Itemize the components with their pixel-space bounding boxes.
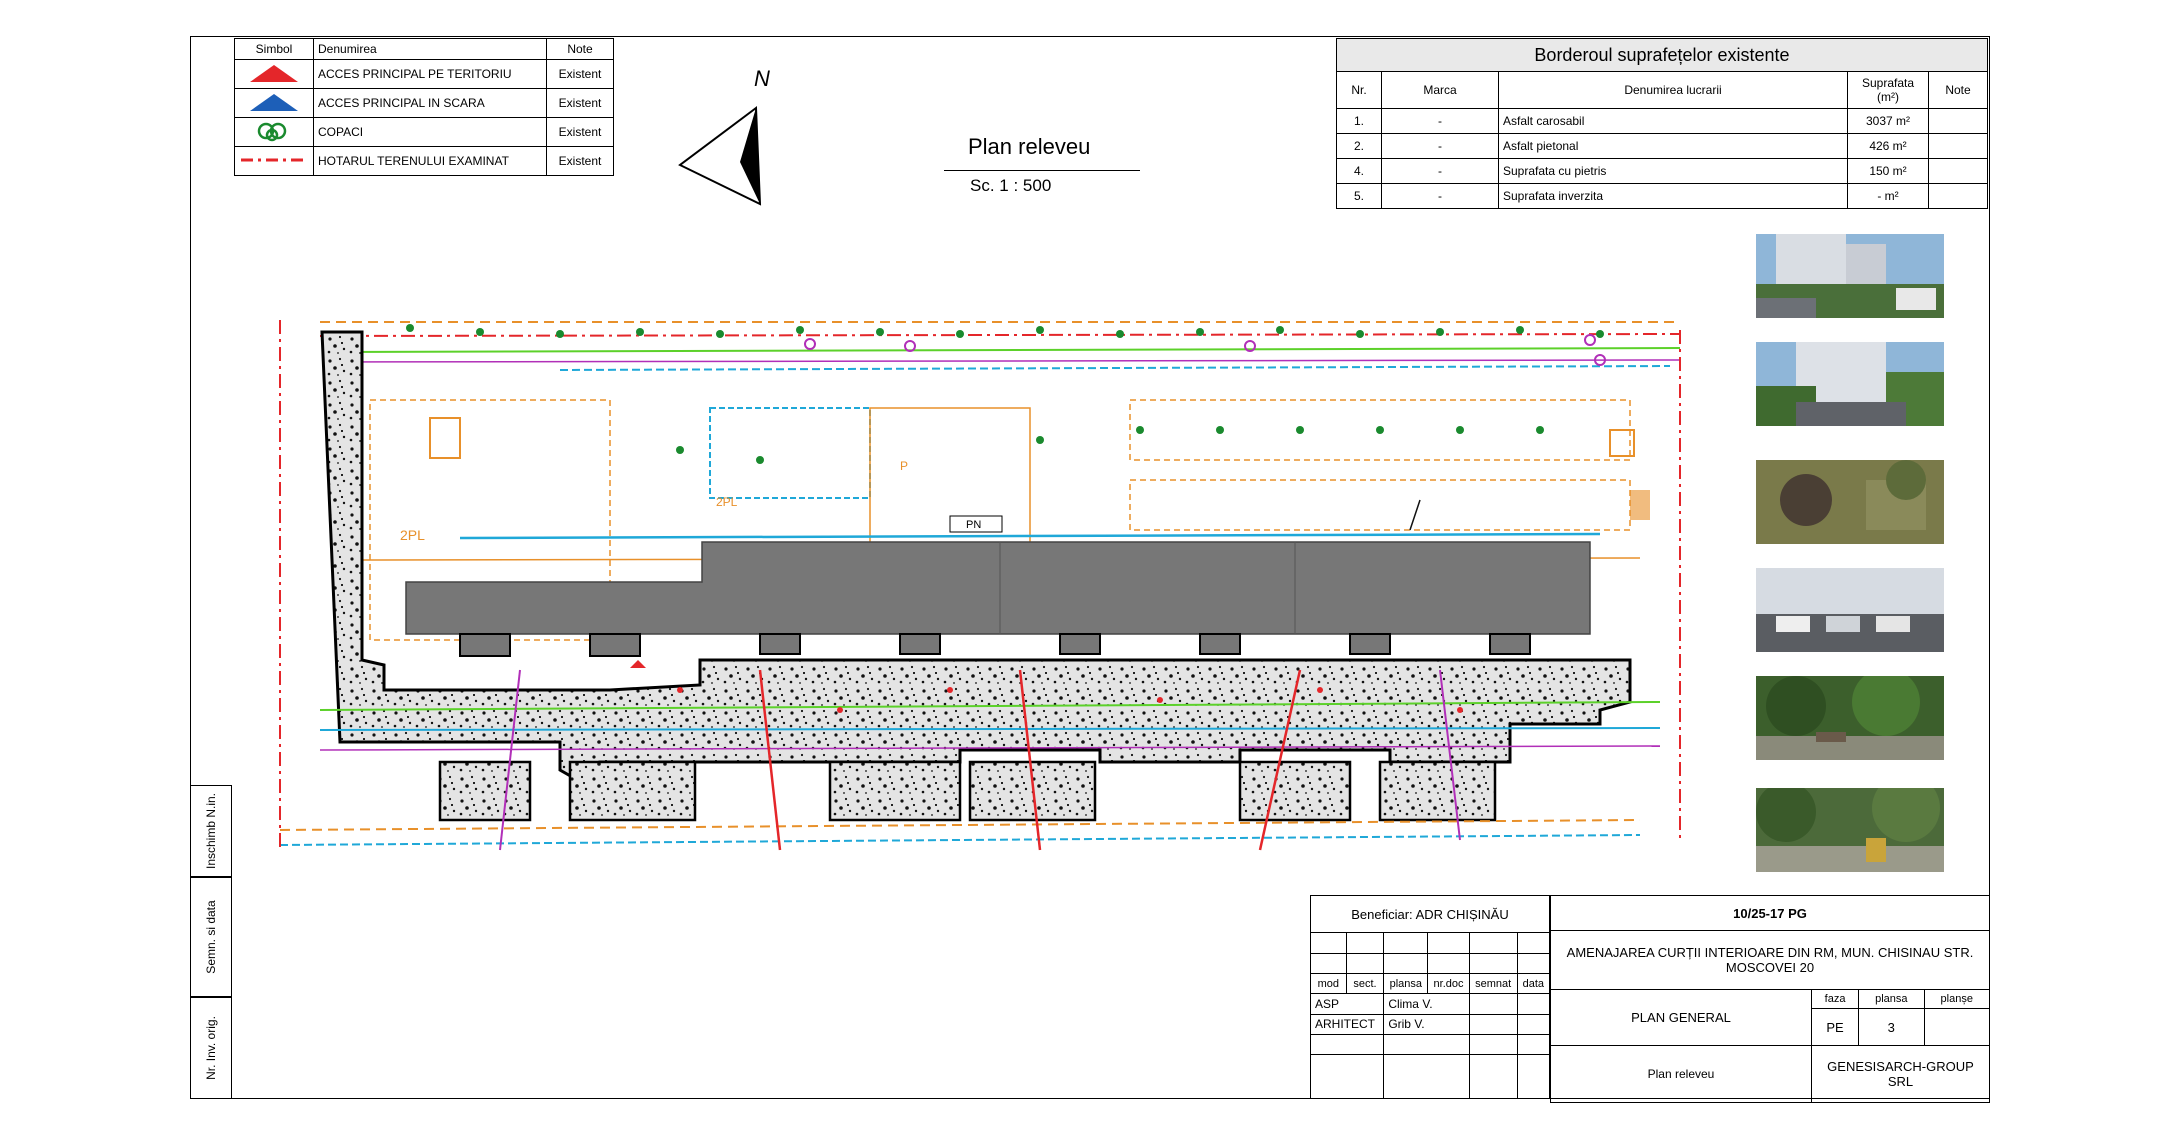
row-area: - m²	[1847, 183, 1929, 209]
role-name: Grib V.	[1383, 1013, 1470, 1035]
row-marca: -	[1381, 133, 1499, 159]
row-note	[1928, 183, 1988, 209]
mod-header: nr.doc	[1427, 972, 1470, 995]
surfaces-table-title: Borderoul suprafețelor existente	[1336, 38, 1988, 72]
company-name: GENESISARCH-GROUP SRL	[1811, 1045, 1990, 1103]
site-photo	[1756, 342, 1944, 426]
row-nr: 1.	[1336, 108, 1382, 134]
legend-header-note: Note	[546, 38, 614, 60]
mod-header: data	[1516, 972, 1551, 995]
table-row: 1. - Asfalt carosabil 3037 m²	[1336, 108, 1988, 134]
project-number: 10/25-17 PG	[1550, 895, 1990, 931]
legend-note: Existent	[546, 88, 614, 118]
surfaces-header-nr: Nr.	[1336, 71, 1382, 109]
side-stamp-label: Inschimb N.in.	[204, 792, 218, 870]
planse-label: planșe	[1923, 989, 1991, 1009]
mod-header: plansa	[1383, 972, 1429, 995]
row-nr: 2.	[1336, 133, 1382, 159]
blue-triangle-icon	[250, 93, 298, 111]
surfaces-header-area: Suprafata (m²)	[1847, 71, 1929, 109]
legend-note: Existent	[546, 59, 614, 89]
site-photo	[1756, 234, 1944, 318]
plan-title-underline	[944, 170, 1140, 171]
sheet-subtitle: Plan releveu	[1550, 1045, 1812, 1103]
tree-icon	[257, 122, 287, 141]
site-photo	[1756, 788, 1944, 872]
legend-row: COPACI Existent	[234, 117, 614, 147]
legend-header-name: Denumirea	[313, 38, 547, 60]
legend-note: Existent	[546, 146, 614, 176]
row-area: 426 m²	[1847, 133, 1929, 159]
row-nr: 4.	[1336, 158, 1382, 184]
mod-header: semnat	[1468, 972, 1518, 995]
side-stamp-label: Nr. Inv. orig.	[204, 1016, 218, 1080]
mod-header: mod	[1310, 972, 1347, 995]
planse-value	[1923, 1008, 1991, 1046]
table-row: 5. - Suprafata inverzita - m²	[1336, 183, 1988, 209]
red-triangle-icon	[250, 64, 298, 82]
row-note	[1928, 158, 1988, 184]
legend-row: HOTARUL TERENULUI EXAMINAT Existent	[234, 146, 614, 176]
row-area: 3037 m²	[1847, 108, 1929, 134]
legend-label: ACCES PRINCIPAL PE TERITORIU	[313, 59, 547, 89]
boundary-line-icon	[241, 158, 307, 161]
faza-label: faza	[1810, 989, 1860, 1009]
legend-header-symbol: Simbol	[234, 38, 314, 60]
side-stamp: Inschimb N.in. Semn. si data Nr. Inv. or…	[190, 785, 232, 1099]
north-arrow-icon: N	[678, 66, 770, 206]
plan-scale: Sc. 1 : 500	[970, 176, 1052, 195]
row-note	[1928, 108, 1988, 134]
surfaces-header-marca: Marca	[1381, 71, 1499, 109]
row-nr: 5.	[1336, 183, 1382, 209]
role-name: Clima V.	[1383, 993, 1470, 1015]
row-area: 150 m²	[1847, 158, 1929, 184]
surfaces-header-note: Note	[1928, 71, 1988, 109]
title-block-right: 10/25-17 PG AMENAJAREA CURȚII INTERIOARE…	[1550, 895, 1991, 1103]
legend-label: ACCES PRINCIPAL IN SCARA	[313, 88, 547, 118]
plansa-value: 3	[1858, 1008, 1925, 1046]
legend-table: Simbol Denumirea Note ACCES PRINCIPAL PE…	[234, 38, 614, 176]
sheet-title: PLAN GENERAL	[1550, 989, 1812, 1046]
site-photo	[1756, 568, 1944, 652]
site-photo	[1756, 460, 1944, 544]
title-block: Beneficiar: ADR CHIȘINĂU mod sect. plans…	[1309, 894, 1991, 1103]
mod-header: sect.	[1345, 972, 1385, 995]
row-name: Suprafata cu pietris	[1498, 158, 1848, 184]
plan-title: Plan releveu	[968, 134, 1091, 159]
faza-value: PE	[1810, 1008, 1860, 1046]
row-name: Asfalt pietonal	[1498, 133, 1848, 159]
beneficiary: Beneficiar: ADR CHIȘINĂU	[1310, 894, 1550, 934]
zone-label-pn: PN	[966, 519, 981, 531]
role-label: ARHITECT	[1309, 1013, 1385, 1035]
drawing-sheet-frame	[190, 36, 1990, 1099]
site-plan-drawing: 2PL P PN 2PL	[279, 320, 1681, 851]
row-marca: -	[1381, 183, 1499, 209]
zone-label-2pl-b: 2PL	[716, 495, 738, 509]
role-label: ASP	[1309, 993, 1385, 1015]
legend-note: Existent	[546, 117, 614, 147]
legend-row: ACCES PRINCIPAL PE TERITORIU Existent	[234, 59, 614, 89]
site-photo	[1756, 676, 1944, 760]
zone-label-p: P	[900, 459, 908, 473]
legend-row: ACCES PRINCIPAL IN SCARA Existent	[234, 88, 614, 118]
project-name: AMENAJAREA CURȚII INTERIOARE DIN RM, MUN…	[1550, 930, 1990, 990]
row-name: Suprafata inverzita	[1498, 183, 1848, 209]
side-stamp-label: Semn. si data	[204, 900, 218, 974]
row-marca: -	[1381, 108, 1499, 134]
table-row: 2. - Asfalt pietonal 426 m²	[1336, 133, 1988, 159]
row-name: Asfalt carosabil	[1498, 108, 1848, 134]
surfaces-header-name: Denumirea lucrarii	[1498, 71, 1848, 109]
row-note	[1928, 133, 1988, 159]
surfaces-table: Borderoul suprafețelor existente Nr. Mar…	[1336, 38, 1988, 209]
legend-label: HOTARUL TERENULUI EXAMINAT	[313, 146, 547, 176]
zone-label-2pl: 2PL	[400, 527, 425, 543]
table-row: 4. - Suprafata cu pietris 150 m²	[1336, 158, 1988, 184]
plansa-label: plansa	[1858, 989, 1925, 1009]
row-marca: -	[1381, 158, 1499, 184]
north-label: N	[754, 66, 770, 91]
legend-label: COPACI	[313, 117, 547, 147]
title-block-left: Beneficiar: ADR CHIȘINĂU mod sect. plans…	[1309, 894, 1551, 1099]
